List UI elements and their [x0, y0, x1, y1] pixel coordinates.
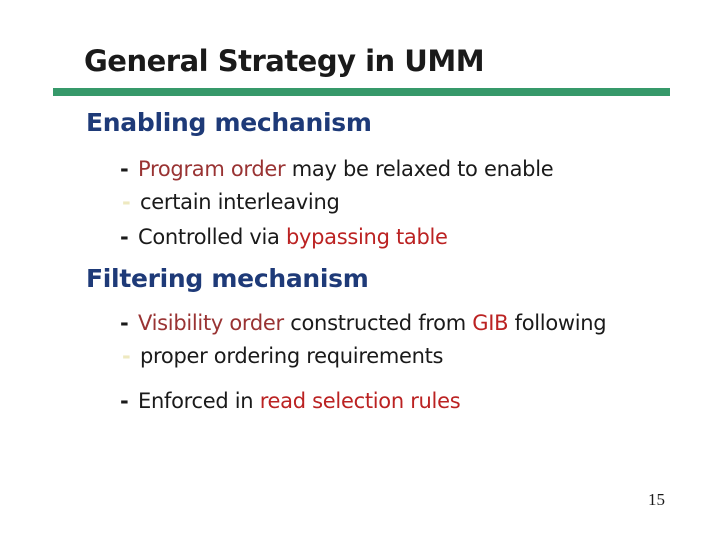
title-divider-bar	[53, 88, 670, 96]
bullet-proper-ordering: -proper ordering requirements	[122, 344, 443, 368]
bullet-text-segment: read selection rules	[259, 389, 461, 413]
bullet-text-segment: proper ordering requirements	[140, 344, 444, 368]
bullet-text-segment: may be relaxed to enable	[285, 157, 554, 181]
bullet-visibility-order: -Visibility order constructed from GIB f…	[120, 311, 607, 335]
bullet-dash: -	[120, 311, 129, 335]
bullet-dash: -	[120, 389, 129, 413]
bullet-text-segment: Enforced in	[138, 389, 260, 413]
bullet-text-segment: Visibility order	[138, 311, 284, 335]
bullet-text-segment: Controlled via	[138, 225, 286, 249]
slide-title: General Strategy in UMM	[84, 44, 485, 78]
bullet-text-segment: certain interleaving	[140, 190, 340, 214]
bullet-dash: -	[120, 157, 129, 181]
bullet-dash-faint: -	[122, 190, 131, 214]
bullet-text-segment: constructed from	[283, 311, 473, 335]
section-heading-enabling: Enabling mechanism	[86, 108, 372, 137]
section-heading-filtering: Filtering mechanism	[86, 264, 369, 293]
bullet-enforced-in: -Enforced in read selection rules	[120, 389, 461, 413]
bullet-text-segment: GIB	[472, 311, 509, 335]
bullet-text-segment: Program order	[138, 157, 286, 181]
bullet-controlled-via: -Controlled via bypassing table	[120, 225, 448, 249]
bullet-dash-faint: -	[122, 344, 131, 368]
bullet-dash: -	[120, 225, 129, 249]
bullet-text-segment: bypassing table	[285, 225, 448, 249]
bullet-certain-interleaving: -certain interleaving	[122, 190, 340, 214]
bullet-text-segment: following	[508, 311, 607, 335]
bullet-program-order: -Program order may be relaxed to enable	[120, 157, 554, 181]
page-number: 15	[648, 490, 665, 509]
